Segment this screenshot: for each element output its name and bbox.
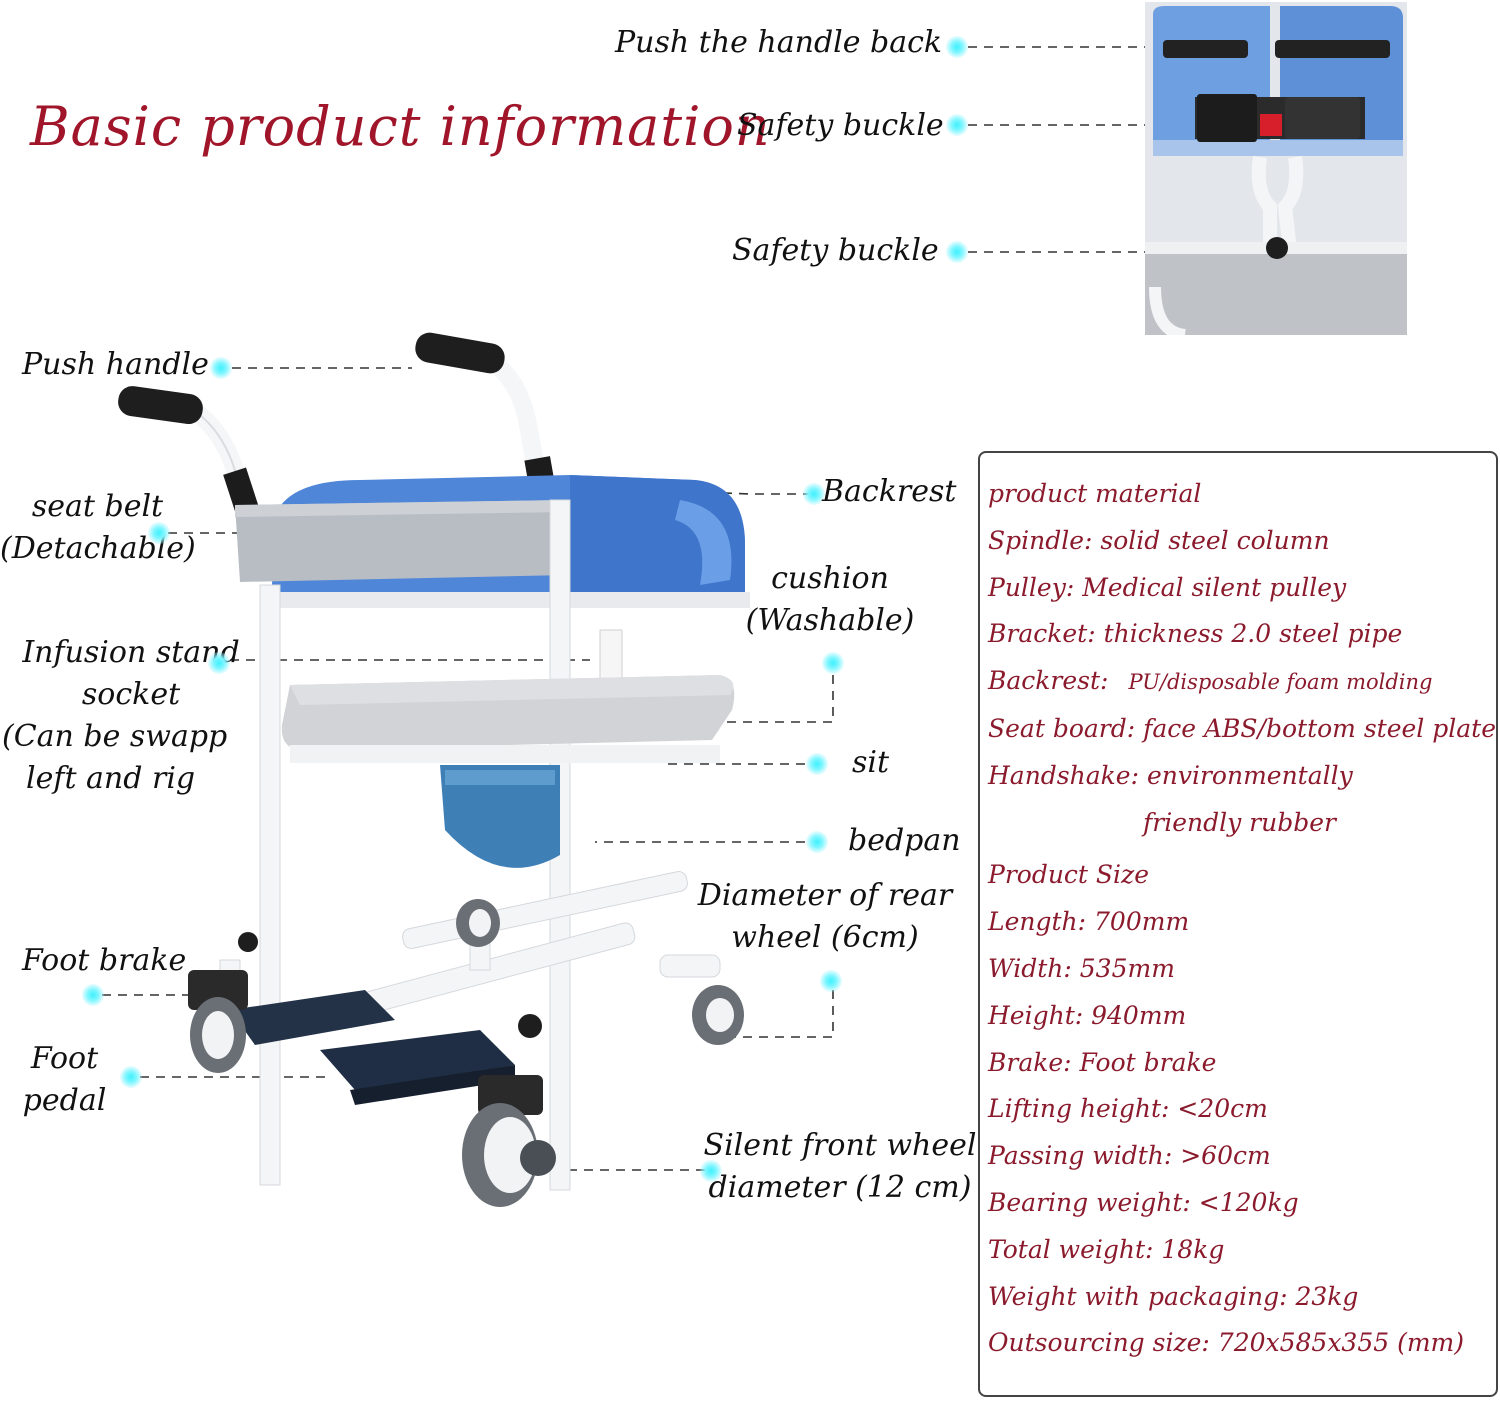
spec-backrest-value: PU/disposable foam molding (1128, 670, 1433, 695)
marker-dot (803, 483, 825, 505)
marker-dot (120, 1066, 142, 1088)
callout-cushion-line1: cushion (771, 561, 889, 596)
spec-seat-board: Seat board: face ABS/bottom steel plate (988, 713, 1496, 743)
spec-width: Width: 535mm (988, 953, 1175, 983)
callout-front-wheel-line1: Silent front wheel (703, 1128, 977, 1163)
callout-infusion-line4: left and rig (26, 761, 196, 796)
marker-dot (946, 114, 968, 136)
callout-infusion-stand-socket: Infusion stand socket (Can be swapp left… (0, 632, 262, 800)
callout-infusion-line2: socket (81, 677, 181, 712)
spec-length: Length: 700mm (988, 907, 1190, 937)
spec-height: Height: 940mm (988, 1000, 1187, 1030)
marker-dot (82, 984, 104, 1006)
spec-lifting-height: Lifting height: <20cm (988, 1094, 1268, 1124)
spec-size-heading: Product Size (988, 860, 1150, 890)
spec-backrest: Backrest: PU/disposable foam molding (988, 658, 1496, 706)
callout-cushion: cushion (Washable) (735, 558, 925, 642)
spec-passing-width: Passing width: >60cm (988, 1141, 1271, 1171)
marker-dot (946, 36, 968, 58)
callout-front-wheel-diameter: Silent front wheel diameter (12 cm) (700, 1125, 980, 1209)
marker-dot (946, 241, 968, 263)
spec-packaging-weight: Weight with packaging: 23kg (988, 1281, 1359, 1311)
spec-outsourcing-size: Outsourcing size: 720x585x355 (mm) (988, 1328, 1465, 1358)
spec-brake: Brake: Foot brake (988, 1047, 1217, 1077)
page-title: Basic product information (30, 95, 771, 158)
marker-dot (806, 753, 828, 775)
transfer-chair-illustration (118, 332, 750, 1207)
callout-rear-wheel-diameter: Diameter of rear wheel (6cm) (695, 875, 955, 959)
spec-material-heading: product material (988, 479, 1202, 508)
callout-foot-brake: Foot brake (22, 943, 187, 978)
spec-handshake-line2: friendly rubber (1143, 807, 1336, 837)
marker-dot (208, 652, 230, 674)
inset-photo-backrest-detail (1145, 2, 1407, 335)
spec-pulley: Pulley: Medical silent pulley (988, 572, 1347, 602)
marker-dot (820, 970, 842, 992)
spec-bearing-weight: Bearing weight: <120kg (988, 1187, 1299, 1217)
callout-push-handle: Push handle (22, 347, 209, 382)
callout-bedpan: bedpan (848, 823, 961, 858)
marker-dot (822, 652, 844, 674)
callout-rear-wheel-line1: Diameter of rear (697, 878, 953, 913)
specifications-panel: product material Spindle: solid steel co… (978, 451, 1498, 1397)
callout-backrest: Backrest (822, 474, 957, 509)
callout-push-handle-back: Push the handle back (615, 25, 943, 60)
callout-infusion-line3: (Can be swapp (2, 719, 228, 754)
callout-seat-belt-line1: seat belt (31, 489, 164, 524)
callout-front-wheel-line2: diameter (12 cm) (708, 1170, 972, 1205)
callout-sit: sit (852, 745, 890, 780)
spec-bracket: Bracket: thickness 2.0 steel pipe (988, 619, 1403, 649)
callout-safety-buckle-bottom: Safety buckle (732, 233, 939, 268)
callout-foot-pedal-line2: pedal (22, 1083, 107, 1118)
marker-dot (210, 357, 232, 379)
marker-dot (148, 522, 170, 544)
callout-cushion-line2: (Washable) (745, 603, 915, 638)
callout-safety-buckle-top: Safety buckle (737, 108, 944, 143)
spec-spindle: Spindle: solid steel column (988, 525, 1330, 555)
callout-infusion-line1: Infusion stand (22, 635, 240, 670)
marker-dot (700, 1160, 722, 1182)
callout-rear-wheel-line2: wheel (6cm) (731, 920, 919, 955)
spec-backrest-label: Backrest: (988, 666, 1109, 696)
marker-dot (806, 831, 828, 853)
spec-total-weight: Total weight: 18kg (988, 1234, 1225, 1264)
callout-foot-pedal-line1: Foot (30, 1041, 99, 1076)
spec-handshake-line1: Handshake: environmentally (988, 760, 1353, 790)
callout-foot-pedal: Foot pedal (12, 1038, 117, 1122)
callout-seat-belt: seat belt (Detachable) (0, 486, 196, 570)
